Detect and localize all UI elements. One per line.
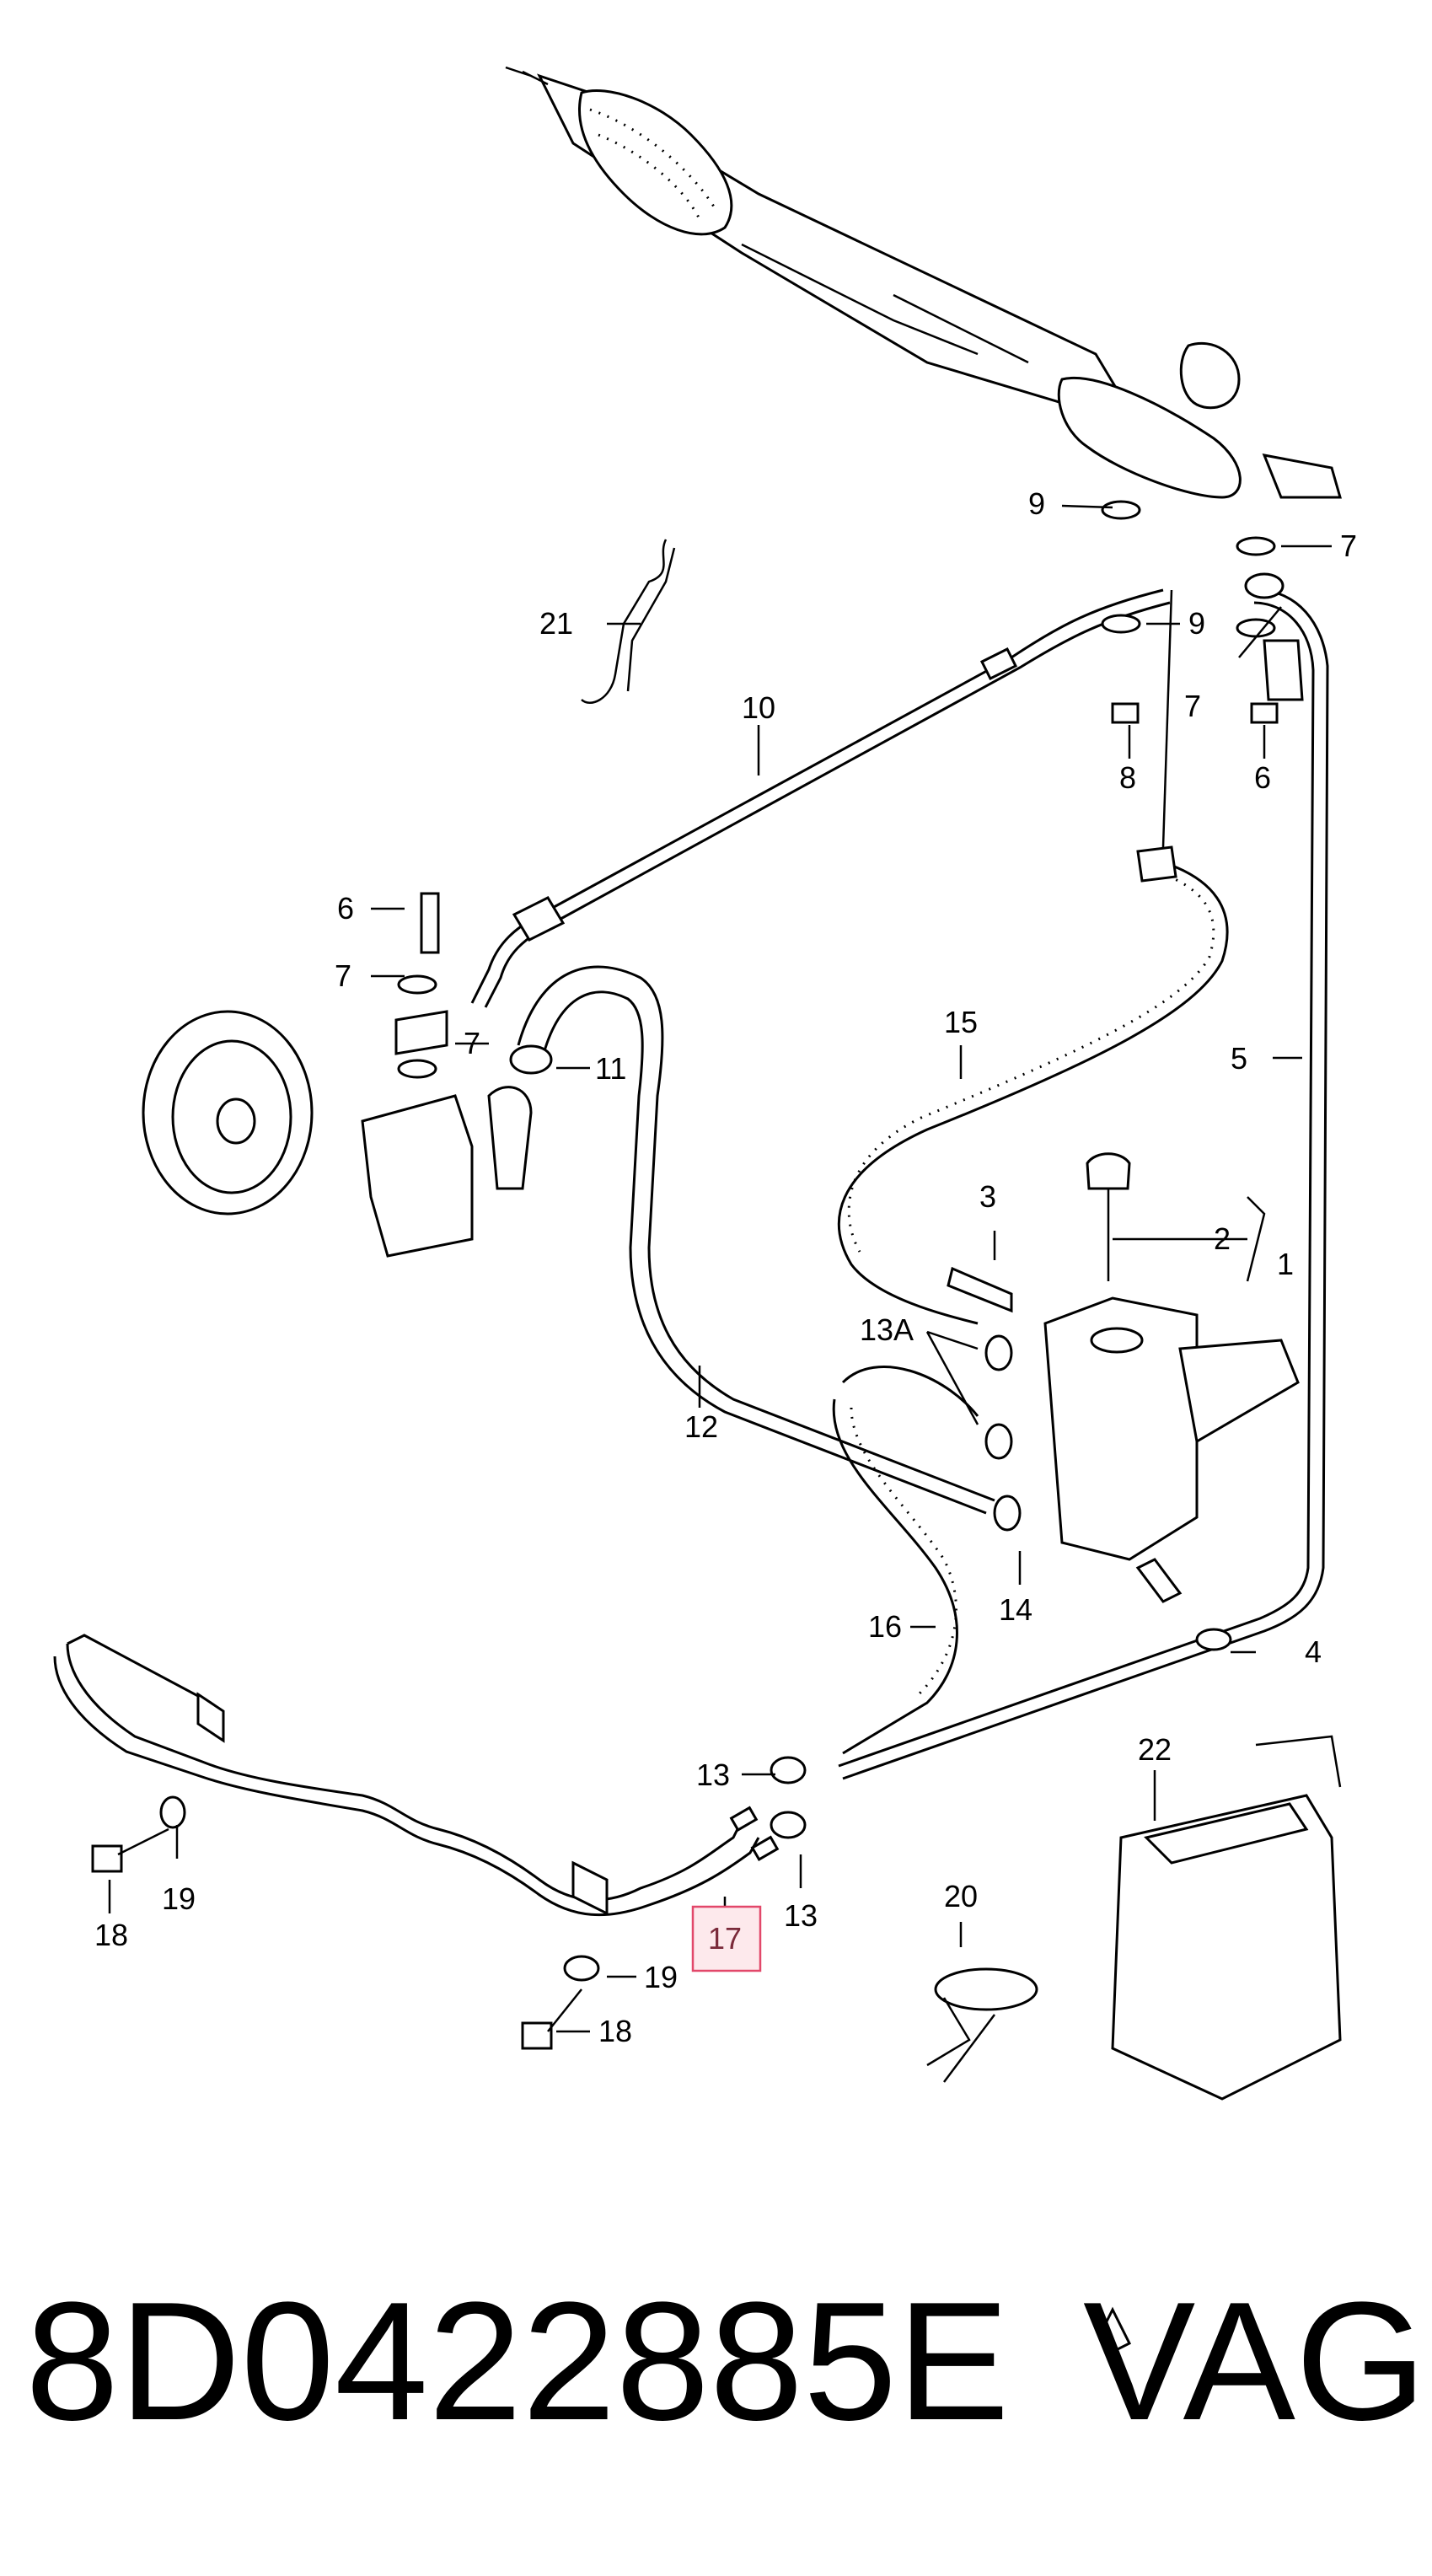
callout-11: 11 — [595, 1051, 626, 1086]
callout-9b: 9 — [1188, 606, 1205, 641]
callout-9a: 9 — [1028, 486, 1045, 521]
brand-label: VAG — [1083, 2267, 1427, 2455]
callout-19a: 19 — [162, 1881, 196, 1916]
callout-7b: 7 — [1184, 689, 1201, 723]
fasteners — [91, 500, 1285, 2354]
callout-6a: 6 — [1254, 760, 1271, 795]
callout-20: 20 — [944, 1879, 978, 1913]
callout-7a: 7 — [1340, 529, 1357, 563]
callout-21: 21 — [539, 606, 573, 641]
pump — [142, 892, 533, 1258]
callout-6b: 6 — [337, 891, 354, 926]
callout-8: 8 — [1119, 760, 1136, 795]
callout-13c: 13 — [784, 1898, 818, 1933]
steering-rack — [505, 66, 1342, 499]
callout-7c: 7 — [335, 958, 351, 993]
callout-13b: 13 — [696, 1758, 730, 1792]
part-number: 8D0422885E — [25, 2267, 1010, 2455]
callout-2: 2 — [1214, 1221, 1231, 1256]
callout-5: 5 — [1231, 1041, 1247, 1076]
callout-3: 3 — [979, 1179, 996, 1214]
hose-clamp — [926, 1967, 1038, 2083]
cooler-loop — [53, 1634, 780, 1917]
reservoir — [947, 1152, 1300, 1651]
callout-12: 12 — [684, 1409, 718, 1444]
callout-14: 14 — [999, 1592, 1032, 1627]
callout-15: 15 — [944, 1005, 978, 1039]
insulation-box — [1111, 1735, 1342, 2101]
leader-lines — [108, 504, 1332, 2033]
callout-17-highlight — [691, 1905, 762, 1972]
hoses — [470, 588, 1329, 1780]
callout-1: 1 — [1277, 1247, 1294, 1281]
callout-17: 17 — [708, 1921, 742, 1956]
callout-18a: 18 — [94, 1918, 128, 1952]
callout-4: 4 — [1305, 1634, 1322, 1669]
callout-22: 22 — [1138, 1732, 1172, 1767]
callouts: 1 2 3 4 5 6 6 7 7 7 7 8 9 9 10 11 12 13A… — [94, 486, 1357, 2048]
callout-7d: 7 — [464, 1026, 480, 1060]
clip — [581, 539, 676, 704]
callout-13a: 13A — [860, 1312, 914, 1347]
callout-18b: 18 — [598, 2014, 632, 2048]
callout-10: 10 — [742, 690, 775, 725]
callout-19b: 19 — [644, 1960, 678, 1994]
callout-16: 16 — [868, 1609, 902, 1644]
